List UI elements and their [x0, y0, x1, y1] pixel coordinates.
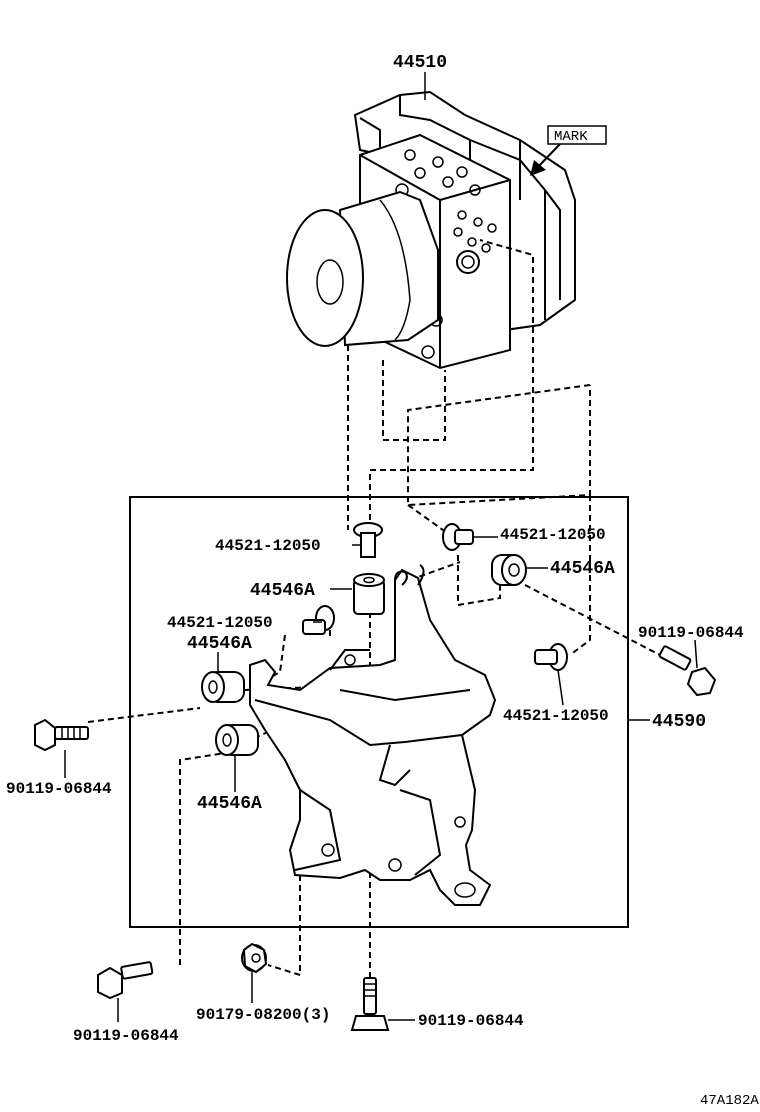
assembly-leader-lines [87, 239, 661, 1010]
bolt-bottom-center [350, 977, 390, 1031]
callout-bolt-left: 90119-06844 [6, 780, 112, 798]
callout-sleeve-upper-right: 44521-12050 [500, 526, 606, 544]
callout-sleeve-upper-left: 44521-12050 [215, 537, 321, 555]
callout-cushion-left-lower: 44546A [197, 794, 262, 814]
callout-bolt-bottom-center: 90119-06844 [418, 1012, 524, 1030]
callout-bolt-bottom-left: 90119-06844 [73, 1027, 179, 1045]
bolt-left [34, 718, 89, 752]
figure-code: 47A182A [700, 1093, 759, 1109]
sleeve-upper-right [442, 523, 474, 551]
bracket-part-number: 44590 [652, 712, 706, 732]
cushion-right [491, 554, 527, 586]
bracket-assembly-frame [129, 496, 629, 928]
sleeve-upper-left [353, 522, 383, 558]
abs-actuator [286, 90, 576, 370]
mark-indicator: MARK [530, 125, 607, 176]
mark-label: MARK [554, 129, 588, 145]
bolt-bottom-left [97, 961, 154, 1000]
callout-nut: 90179-08200(3) [196, 1006, 330, 1024]
callout-sleeve-mid-left: 44521-12050 [167, 614, 273, 632]
callout-cushion-left-upper: 44546A [187, 634, 252, 654]
nut [241, 942, 268, 974]
cushion-left-lower [215, 724, 259, 756]
callout-bolt-right: 90119-06844 [638, 624, 744, 642]
sleeve-right [534, 643, 568, 671]
cushion-center [353, 573, 385, 615]
callout-cushion-right: 44546A [550, 559, 615, 579]
callout-cushion-center: 44546A [250, 581, 315, 601]
sleeve-mid-left [302, 605, 335, 635]
actuator-part-number: 44510 [393, 53, 447, 73]
cushion-left-upper [201, 671, 245, 703]
bolt-right [658, 645, 717, 697]
callout-sleeve-right: 44521-12050 [503, 707, 609, 725]
bracket [249, 564, 497, 906]
